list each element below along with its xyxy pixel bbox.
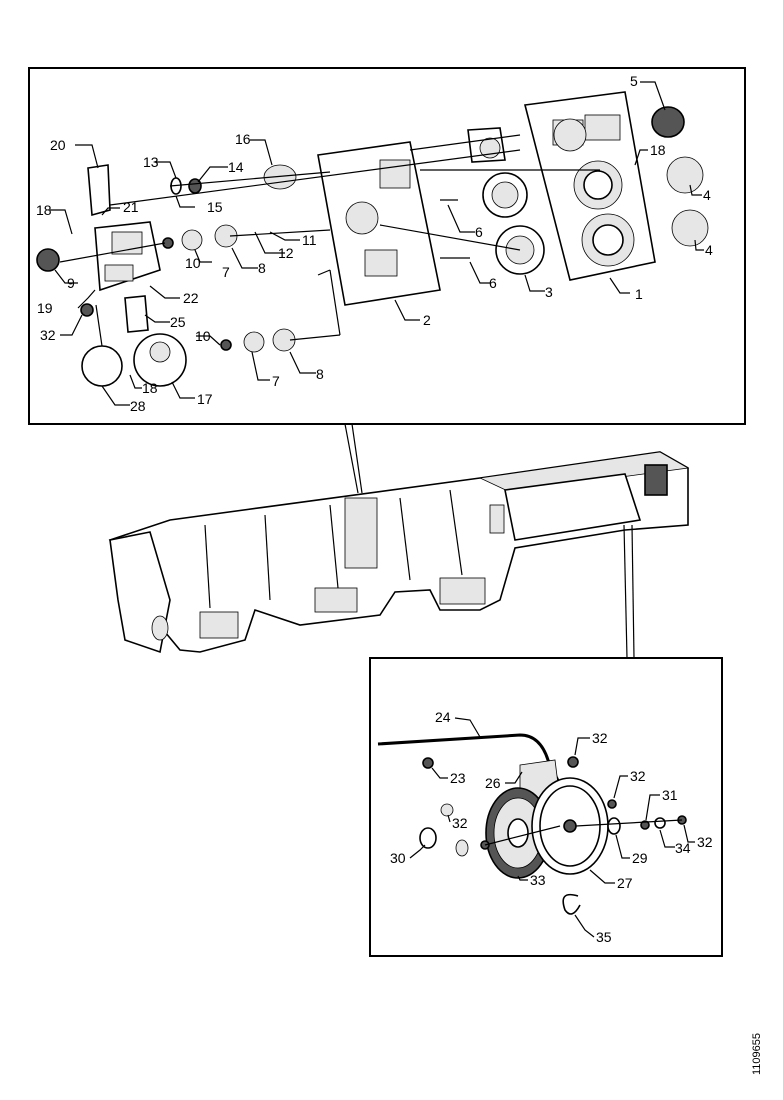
- bottom-label-ticks: [409, 717, 695, 938]
- callout-18-right: 18: [650, 142, 666, 158]
- part-32-b: [440, 803, 454, 817]
- callout-32-d: 32: [697, 834, 713, 850]
- callout-27: 27: [617, 875, 633, 891]
- callout-8-upper: 8: [258, 260, 266, 276]
- callout-28: 28: [130, 398, 146, 414]
- switch-block: [87, 164, 161, 292]
- part-28: [81, 304, 123, 387]
- callout-6-upper: 6: [475, 224, 483, 240]
- gauge-bezels: [467, 127, 545, 275]
- callout-9: 9: [67, 275, 75, 291]
- callout-7-lower: 7: [272, 373, 280, 389]
- vent-knobs: [651, 106, 709, 247]
- part-30: [419, 827, 437, 849]
- part-34: [654, 817, 666, 829]
- top-detail-frame: [28, 67, 746, 425]
- callout-16: 16: [235, 131, 251, 147]
- pointer-bottom: [631, 524, 635, 659]
- part-33-washer: [455, 839, 469, 857]
- top-label-ticks: [50, 81, 704, 406]
- callout-35: 35: [596, 929, 612, 945]
- callout-3: 3: [545, 284, 553, 300]
- callout-23: 23: [450, 770, 466, 786]
- callout-22: 22: [183, 290, 199, 306]
- top-labels: 20 13 14 16 5 18 18 21 15 4 4 6 11 12 10…: [36, 73, 713, 414]
- top-leaders: [59, 134, 600, 341]
- part-32-a: [567, 756, 579, 768]
- callout-21: 21: [123, 199, 139, 215]
- instrument-bezel-right: [523, 91, 656, 281]
- callout-18-left: 18: [36, 202, 52, 218]
- callout-11: 11: [302, 232, 317, 248]
- callout-20: 20: [50, 137, 66, 153]
- part-10-lower: [220, 339, 232, 351]
- callout-10-upper: 10: [185, 255, 201, 271]
- callout-26: 26: [485, 775, 501, 791]
- part-25: [124, 295, 149, 333]
- part-17: [133, 333, 187, 387]
- cable-24: [377, 733, 567, 796]
- part-31: [640, 820, 650, 830]
- callout-34: 34: [675, 840, 691, 856]
- reference-code: 1109655: [751, 1033, 763, 1075]
- part-7-lower: [243, 331, 265, 353]
- wheel-27: [531, 777, 609, 875]
- callout-32-b: 32: [452, 815, 468, 831]
- callout-15: 15: [207, 199, 223, 215]
- callout-6-lower: 6: [489, 275, 497, 291]
- callout-8-lower: 8: [316, 366, 324, 382]
- callout-32-c: 32: [630, 768, 646, 784]
- callout-4-lower: 4: [705, 242, 713, 258]
- callout-10-lower: 10: [195, 328, 211, 344]
- bottom-detail-frame: [369, 657, 723, 957]
- callout-14: 14: [228, 159, 244, 175]
- callout-19: 19: [37, 300, 53, 316]
- pointer-top: [344, 423, 359, 494]
- part-32-c: [607, 799, 617, 809]
- part-23: [422, 757, 434, 769]
- bottom-labels: 24 32 23 26 32 31 32 32 34 29 30 33 27 3…: [390, 709, 713, 945]
- callout-18-lower: 18: [142, 380, 158, 396]
- callout-5: 5: [630, 73, 638, 89]
- callout-31: 31: [662, 787, 678, 803]
- callout-24: 24: [435, 709, 451, 725]
- switch-panel: [317, 141, 470, 306]
- part-9: [36, 248, 60, 272]
- callout-4-upper: 4: [703, 187, 711, 203]
- clip-35: [562, 893, 581, 915]
- callout-13: 13: [143, 154, 159, 170]
- callout-33: 33: [530, 872, 546, 888]
- callout-32-a: 32: [592, 730, 608, 746]
- callout-25: 25: [170, 314, 186, 330]
- dashboard-assembly: [108, 451, 690, 654]
- callout-7-upper: 7: [222, 264, 230, 280]
- callout-12: 12: [278, 245, 294, 261]
- callout-1: 1: [635, 286, 643, 302]
- part-7-upper: [181, 229, 203, 251]
- callout-17: 17: [197, 391, 213, 407]
- part-29: [607, 817, 621, 835]
- callout-30: 30: [390, 850, 406, 866]
- callout-29: 29: [632, 850, 648, 866]
- callout-32-top: 32: [40, 327, 56, 343]
- callout-2: 2: [423, 312, 431, 328]
- part-32-top: [80, 303, 94, 317]
